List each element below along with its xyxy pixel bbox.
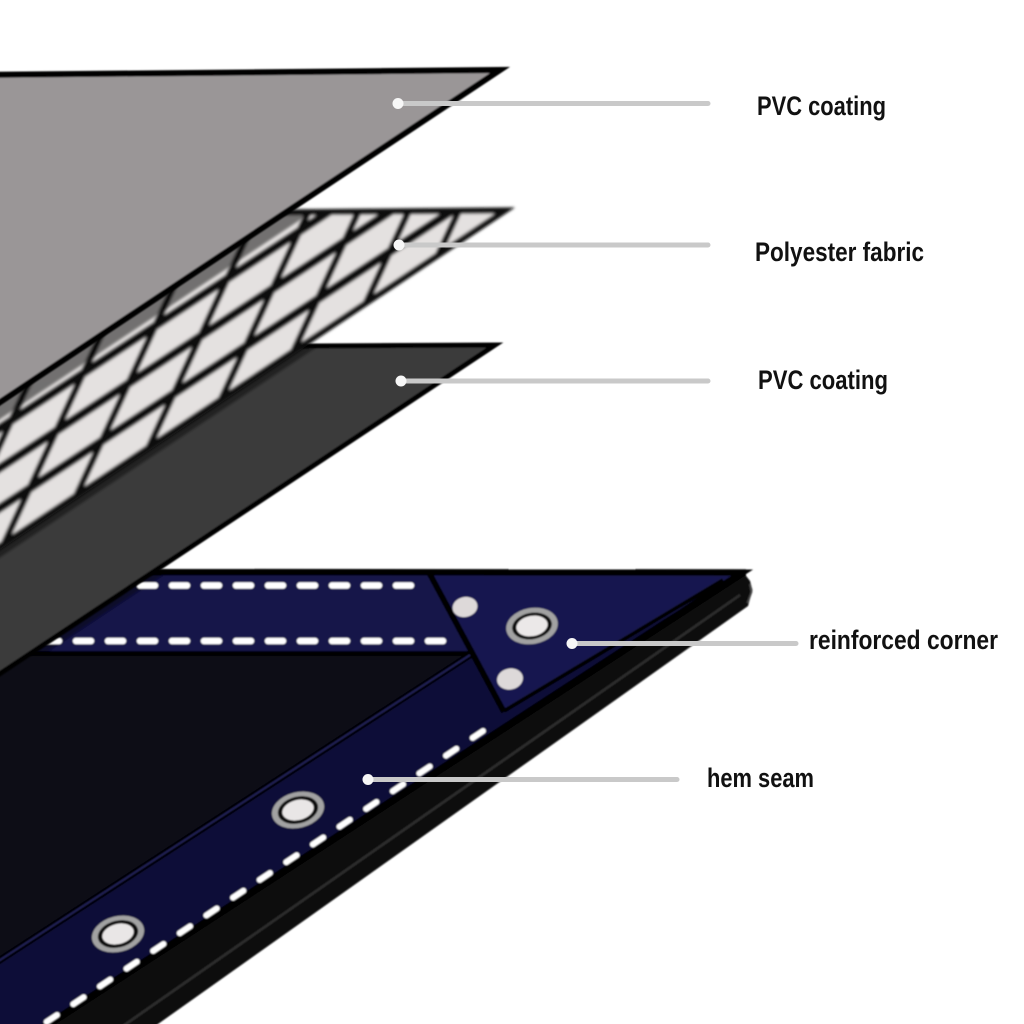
svg-text:PVC coating: PVC coating	[758, 365, 888, 395]
svg-text:hem seam: hem seam	[707, 763, 814, 793]
svg-text:PVC coating: PVC coating	[757, 91, 886, 121]
svg-text:reinforced corner: reinforced corner	[809, 625, 998, 655]
svg-text:Polyester fabric: Polyester fabric	[755, 237, 924, 267]
